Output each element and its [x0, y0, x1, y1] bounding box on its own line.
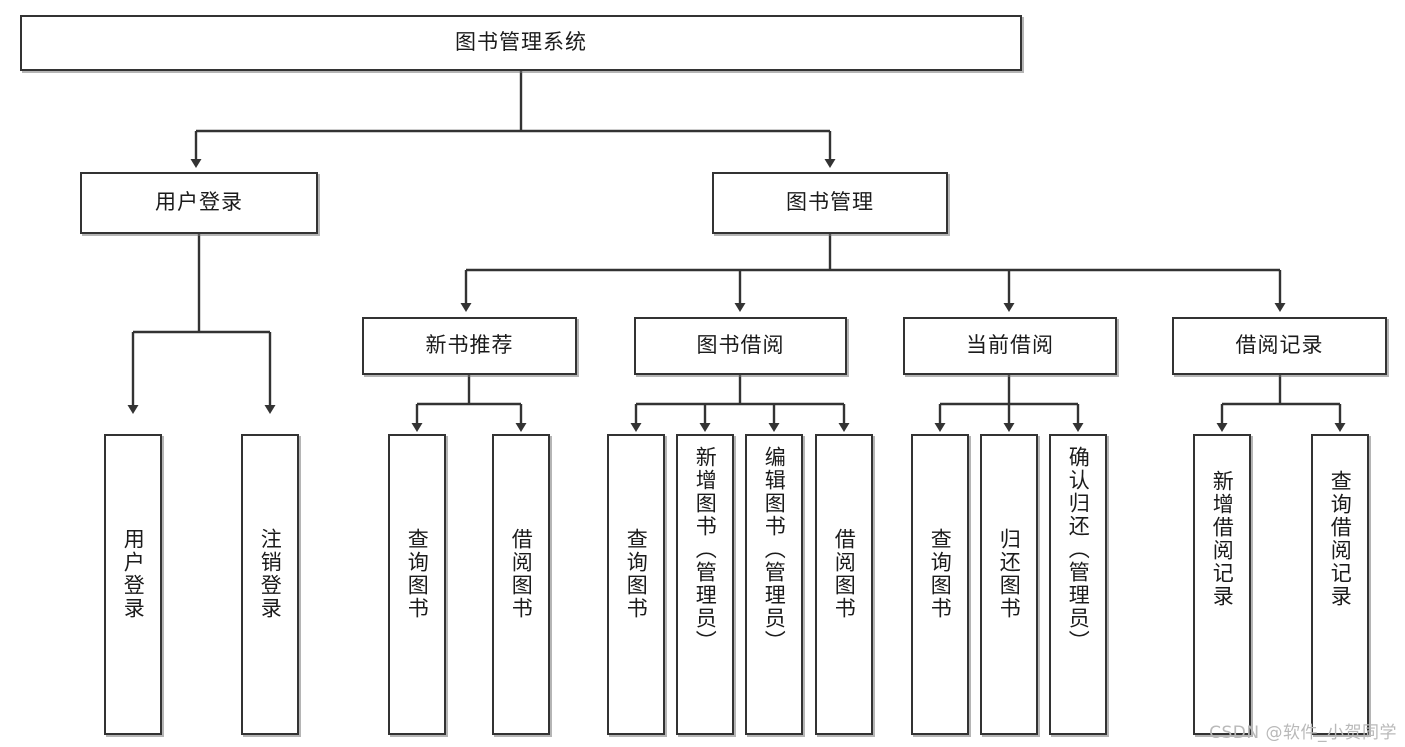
node-label: 新书推荐	[425, 333, 514, 358]
leaf-borrow-book-new-rec[interactable]: 借阅图书	[492, 434, 550, 735]
node-label: 图书借阅	[696, 333, 785, 358]
node-label: 用户登录	[121, 528, 146, 620]
node-label: 借阅图书	[832, 528, 857, 620]
node-label: 查询图书	[624, 528, 649, 620]
node-label: 用户登录	[155, 190, 243, 215]
node-label: 归还图书	[997, 528, 1022, 620]
node-label: 查询借阅记录	[1328, 470, 1353, 608]
leaf-borrow-book-borrow[interactable]: 借阅图书	[815, 434, 873, 735]
node-new-book-recommendation[interactable]: 新书推荐	[362, 317, 577, 375]
leaf-add-borrow-record[interactable]: 新增借阅记录	[1193, 434, 1251, 735]
node-book-borrow[interactable]: 图书借阅	[634, 317, 847, 375]
leaf-edit-book-admin[interactable]: 编辑图书（管理员）	[745, 434, 803, 735]
node-root-book-management-system[interactable]: 图书管理系统	[20, 15, 1022, 71]
leaf-logout-login[interactable]: 注销登录	[241, 434, 299, 735]
node-label: 新增借阅记录	[1210, 470, 1235, 608]
leaf-query-book-borrow[interactable]: 查询图书	[607, 434, 665, 735]
node-label: 借阅记录	[1235, 333, 1324, 358]
node-book-management[interactable]: 图书管理	[712, 172, 948, 234]
node-label: 查询图书	[928, 528, 953, 620]
node-label: 图书管理系统	[455, 30, 587, 55]
node-label: 新增图书（管理员）	[693, 446, 718, 653]
node-label: 图书管理	[786, 190, 874, 215]
node-label: 确认归还（管理员）	[1066, 446, 1091, 653]
leaf-add-book-admin[interactable]: 新增图书（管理员）	[676, 434, 734, 735]
leaf-user-login[interactable]: 用户登录	[104, 434, 162, 735]
node-label: 查询图书	[405, 528, 430, 620]
leaf-confirm-return-admin[interactable]: 确认归还（管理员）	[1049, 434, 1107, 735]
leaf-query-borrow-record[interactable]: 查询借阅记录	[1311, 434, 1369, 735]
node-label: 编辑图书（管理员）	[762, 446, 787, 653]
node-user-login[interactable]: 用户登录	[80, 172, 318, 234]
leaf-query-book-new-rec[interactable]: 查询图书	[388, 434, 446, 735]
node-label: 注销登录	[258, 528, 283, 620]
leaf-query-book-current[interactable]: 查询图书	[911, 434, 969, 735]
leaf-return-book[interactable]: 归还图书	[980, 434, 1038, 735]
node-label: 借阅图书	[509, 528, 534, 620]
node-current-borrow[interactable]: 当前借阅	[903, 317, 1117, 375]
watermark-text: CSDN @软件_小贺同学	[1209, 723, 1397, 743]
node-label: 当前借阅	[966, 333, 1054, 358]
node-borrow-record[interactable]: 借阅记录	[1172, 317, 1387, 375]
